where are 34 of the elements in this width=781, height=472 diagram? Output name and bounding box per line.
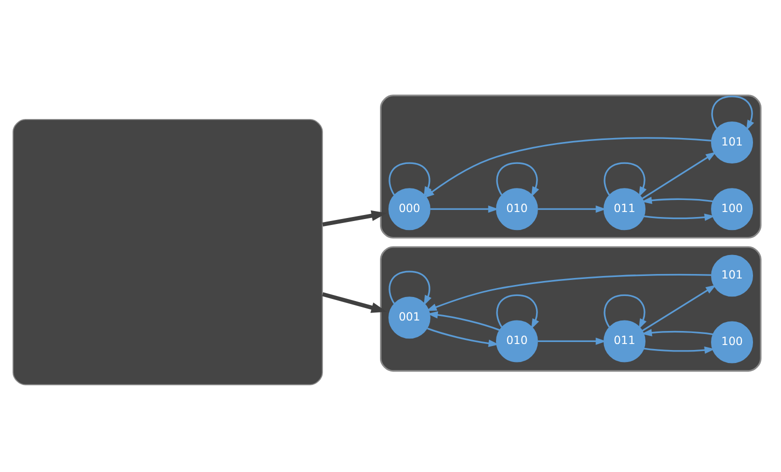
arrow [430,205,498,213]
node-circle: 100 [710,188,753,230]
arrow [426,311,500,331]
node-circle: 011 [603,320,645,362]
node-circle: 100 [710,321,753,364]
arrow [643,214,714,221]
arrow [388,162,432,198]
arrow [537,338,606,345]
arrow [423,137,712,198]
arrow [322,292,386,313]
arrow [322,210,386,227]
cluster [380,246,761,372]
node-circle: 001 [388,296,430,339]
arrow [603,162,646,198]
arrow [496,294,539,330]
arrow [642,284,716,332]
node-circle: 101 [710,122,753,164]
arrow [710,96,754,131]
arrow [603,294,646,330]
arrow [426,328,498,347]
node-circle: 010 [495,188,538,230]
arrow [640,196,712,204]
node-circle: 011 [603,188,645,230]
node-circle: 101 [710,254,753,297]
node-circle: 000 [388,188,430,230]
arrow [537,205,606,213]
arrow [496,162,539,198]
arrow [640,329,712,336]
arrow [388,270,432,306]
node-box [12,119,322,386]
arrow [643,346,714,354]
arrow [426,274,711,311]
node-circle: 010 [495,320,538,362]
arrow [642,152,716,200]
